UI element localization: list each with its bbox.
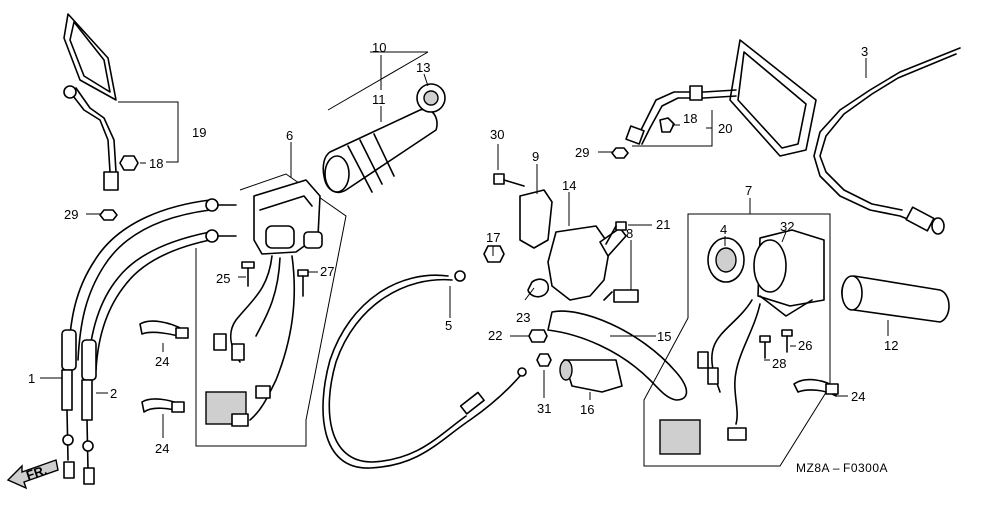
choke-cable — [813, 47, 961, 235]
callout-2: 2 — [110, 386, 117, 401]
right-mirror — [611, 39, 817, 159]
right-switch-assembly — [643, 213, 839, 467]
callout-8-right: 8 — [626, 226, 633, 241]
callout-6: 6 — [286, 128, 293, 143]
callout-19: 19 — [192, 125, 206, 140]
wire-clamps-left — [139, 320, 189, 413]
throttle-cables — [61, 198, 237, 485]
callout-3: 3 — [861, 44, 868, 59]
callout-25: 25 — [216, 271, 230, 286]
callout-32: 32 — [780, 219, 794, 234]
callout-15: 15 — [657, 329, 671, 344]
callout-27: 27 — [320, 264, 334, 279]
callout-20: 20 — [718, 121, 732, 136]
callout-4: 4 — [720, 222, 727, 237]
callout-22: 22 — [488, 328, 502, 343]
fr-label: FR. — [24, 462, 49, 483]
callout-30: 30 — [490, 127, 504, 142]
callout-17: 17 — [486, 230, 500, 245]
callout-5: 5 — [445, 318, 452, 333]
front-direction-arrow: FR. — [6, 459, 59, 490]
diagram-code: MZ8A – F0300A — [796, 461, 888, 475]
callout-24-bottom: 24 — [155, 441, 169, 456]
screws-left-switch — [241, 261, 309, 297]
callout-9: 9 — [532, 149, 539, 164]
callout-12: 12 — [884, 338, 898, 353]
callout-14: 14 — [562, 178, 576, 193]
callout-13: 13 — [416, 60, 430, 75]
callout-16: 16 — [580, 402, 594, 417]
callout-7: 7 — [745, 183, 752, 198]
callout-26: 26 — [798, 338, 812, 353]
callout-21: 21 — [656, 217, 670, 232]
callout-24-right: 24 — [851, 389, 865, 404]
left-switch-assembly — [195, 173, 347, 447]
callout-1: 1 — [28, 371, 35, 386]
callout-18-right: 18 — [683, 111, 697, 126]
callout-29-left: 29 — [64, 207, 78, 222]
callout-29-right: 29 — [575, 145, 589, 160]
clutch-cable — [322, 270, 527, 469]
clutch-lever-bracket — [483, 173, 688, 401]
callout-10: 10 — [372, 40, 386, 55]
left-mirror — [63, 13, 139, 221]
throttle-grip-assembly — [322, 51, 446, 194]
callout-28: 28 — [772, 356, 786, 371]
callout-18-left: 18 — [149, 156, 163, 171]
callout-31: 31 — [537, 401, 551, 416]
callout-11: 11 — [372, 92, 386, 107]
callout-23: 23 — [516, 310, 530, 325]
left-handlebar-grip — [841, 275, 950, 323]
callouts: 1 2 3 4 5 6 7 8 8 9 10 11 12 13 14 15 16… — [28, 40, 898, 475]
callout-24-top: 24 — [155, 354, 169, 369]
